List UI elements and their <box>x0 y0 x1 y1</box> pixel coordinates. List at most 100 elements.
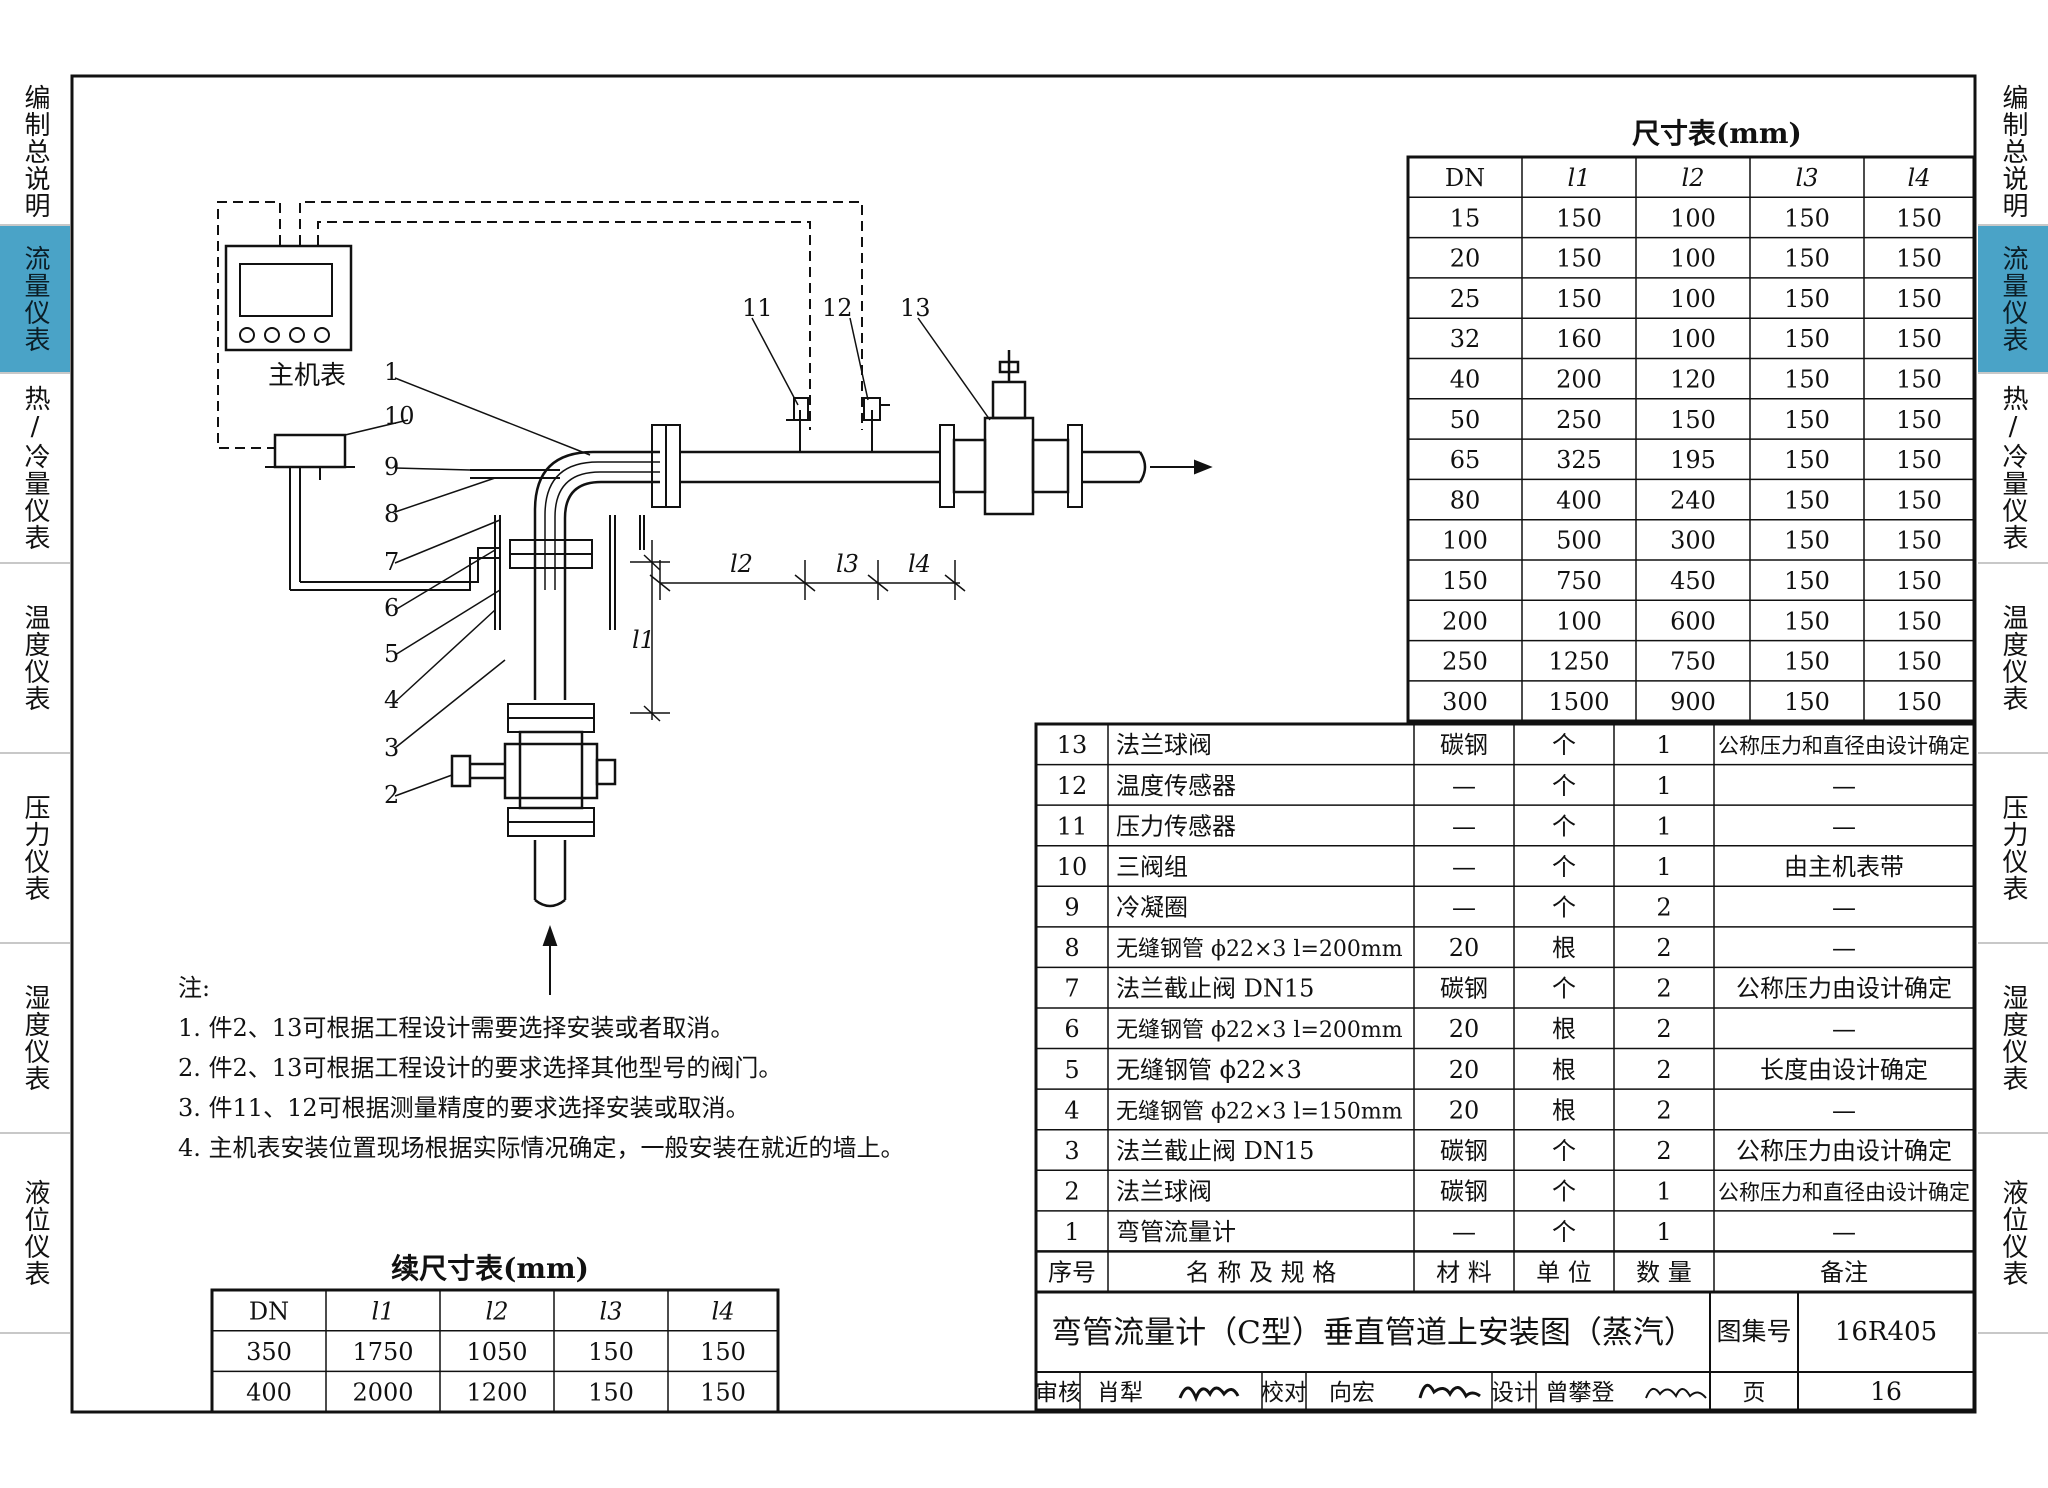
table-cell: 300 <box>1442 688 1488 716</box>
parts-cell: — <box>1452 1218 1476 1246</box>
parts-cell: — <box>1452 893 1476 921</box>
table-header-cell: l3 <box>1796 164 1819 192</box>
table-cell: 150 <box>588 1338 634 1366</box>
left-category-tab-6[interactable]: 液位仪表 <box>0 1134 70 1334</box>
parts-header-cell: 单 位 <box>1536 1259 1592 1287</box>
parts-cell: 根 <box>1552 934 1576 962</box>
host-meter <box>224 244 353 352</box>
design-label: 设计 <box>1491 1380 1537 1406</box>
right-category-tab-1[interactable]: 流量仪表 <box>1978 226 2048 374</box>
callout-5: 5 <box>384 640 399 668</box>
left-category-tab-1[interactable]: 流量仪表 <box>0 226 70 374</box>
dim-l4-label: l4 <box>908 550 931 578</box>
parts-cell: 1 <box>1656 812 1671 840</box>
table-cell: 250 <box>1442 648 1488 676</box>
parts-cell: 12 <box>1057 772 1088 800</box>
parts-cell: 个 <box>1552 731 1576 759</box>
parts-cell: 冷凝圈 <box>1116 893 1188 921</box>
parts-cell: — <box>1832 1096 1856 1124</box>
parts-cell: 20 <box>1449 1015 1480 1043</box>
parts-cell: — <box>1452 853 1476 881</box>
parts-cell: — <box>1832 812 1856 840</box>
table-cell: 300 <box>1670 527 1716 555</box>
parts-cell: 温度传感器 <box>1116 772 1236 800</box>
left-category-tab-5[interactable]: 湿度仪表 <box>0 944 70 1134</box>
table-cell: 600 <box>1670 607 1716 635</box>
note-item: 1. 件2、13可根据工程设计需要选择安装或者取消。 <box>178 1014 735 1042</box>
parts-cell: 1 <box>1656 731 1671 759</box>
right-category-tab-0[interactable]: 编制总说明 <box>1978 78 2048 226</box>
parts-cell: 个 <box>1552 975 1576 1003</box>
table-cell: 100 <box>1670 245 1716 273</box>
table-header-cell: l1 <box>372 1297 395 1325</box>
right-category-tab-6[interactable]: 液位仪表 <box>1978 1134 2048 1334</box>
parts-cell: 11 <box>1057 812 1088 840</box>
table-cell: 195 <box>1670 446 1716 474</box>
left-category-tab-3[interactable]: 温度仪表 <box>0 564 70 754</box>
parts-cell: 2 <box>1656 934 1671 962</box>
table-header-cell: l4 <box>712 1297 735 1325</box>
parts-cell: 个 <box>1552 1137 1576 1165</box>
parts-cell: 公称压力由设计确定 <box>1736 975 1952 1003</box>
parts-cell: 法兰截止阀 DN15 <box>1116 975 1314 1003</box>
callout-8: 8 <box>384 500 399 528</box>
parts-cell: 20 <box>1449 934 1480 962</box>
parts-cell: 2 <box>1656 1056 1671 1084</box>
table-cell: 150 <box>1556 245 1602 273</box>
dim-table-title: 尺寸表(mm) <box>1632 117 1802 150</box>
right-category-tab-3[interactable]: 温度仪表 <box>1978 564 2048 754</box>
page-label: 页 <box>1743 1380 1766 1406</box>
left-category-tab-2[interactable]: 热/冷量仪表 <box>0 374 70 564</box>
atlas-label: 图集号 <box>1716 1317 1791 1346</box>
table-cell: 40 <box>1450 366 1481 394</box>
dim-l3-label: l3 <box>836 550 859 578</box>
table-header-cell: DN <box>1445 164 1485 192</box>
parts-cell: 13 <box>1057 731 1088 759</box>
parts-cell: — <box>1832 1015 1856 1043</box>
right-category-tab-4[interactable]: 压力仪表 <box>1978 754 2048 944</box>
table-cell: 150 <box>1784 204 1830 232</box>
table-cell: 50 <box>1450 406 1481 434</box>
table-header-cell: l4 <box>1908 164 1931 192</box>
parts-header-cell: 名 称 及 规 格 <box>1186 1259 1337 1287</box>
parts-cell: 2 <box>1064 1177 1079 1205</box>
table-cell: 1250 <box>1548 648 1609 676</box>
table-cell: 150 <box>1896 446 1942 474</box>
right-category-tab-5[interactable]: 湿度仪表 <box>1978 944 2048 1134</box>
parts-cell: 根 <box>1552 1096 1576 1124</box>
table-cell: 1050 <box>466 1338 527 1366</box>
table-header-cell: DN <box>249 1297 289 1325</box>
table-cell: 25 <box>1450 285 1481 313</box>
parts-cell: — <box>1832 1218 1856 1246</box>
drawing-title: 弯管流量计（C型）垂直管道上安装图（蒸汽） <box>1051 1315 1695 1351</box>
installation-diagram <box>217 201 1213 995</box>
table-cell: 200 <box>1556 366 1602 394</box>
table-cell: 150 <box>1896 285 1942 313</box>
host-meter-label: 主机表 <box>268 361 346 391</box>
callout-11: 11 <box>742 294 773 322</box>
parts-cell: 10 <box>1057 853 1088 881</box>
table-cell: 350 <box>246 1338 292 1366</box>
table-cell: 150 <box>1784 325 1830 353</box>
table-cell: 750 <box>1556 567 1602 595</box>
main-pipe <box>533 450 1147 908</box>
parts-cell: 碳钢 <box>1440 1137 1488 1165</box>
left-category-tab-0[interactable]: 编制总说明 <box>0 78 70 226</box>
table-cell: 150 <box>1896 688 1942 716</box>
callout-3: 3 <box>384 734 399 762</box>
parts-cell: 8 <box>1064 934 1079 962</box>
left-category-tab-4[interactable]: 压力仪表 <box>0 754 70 944</box>
table-cell: 240 <box>1670 486 1716 514</box>
parts-cell: 法兰球阀 <box>1116 731 1212 759</box>
parts-cell: 公称压力和直径由设计确定 <box>1718 1180 1970 1204</box>
table-cell: 150 <box>1784 406 1830 434</box>
parts-header-cell: 序号 <box>1048 1259 1096 1287</box>
right-category-tab-2[interactable]: 热/冷量仪表 <box>1978 374 2048 564</box>
parts-cell: 法兰截止阀 DN15 <box>1116 1137 1314 1165</box>
table-cell: 100 <box>1442 527 1488 555</box>
parts-cell: 无缝钢管 ϕ22×3 <box>1116 1056 1302 1084</box>
parts-cell: 6 <box>1064 1015 1079 1043</box>
